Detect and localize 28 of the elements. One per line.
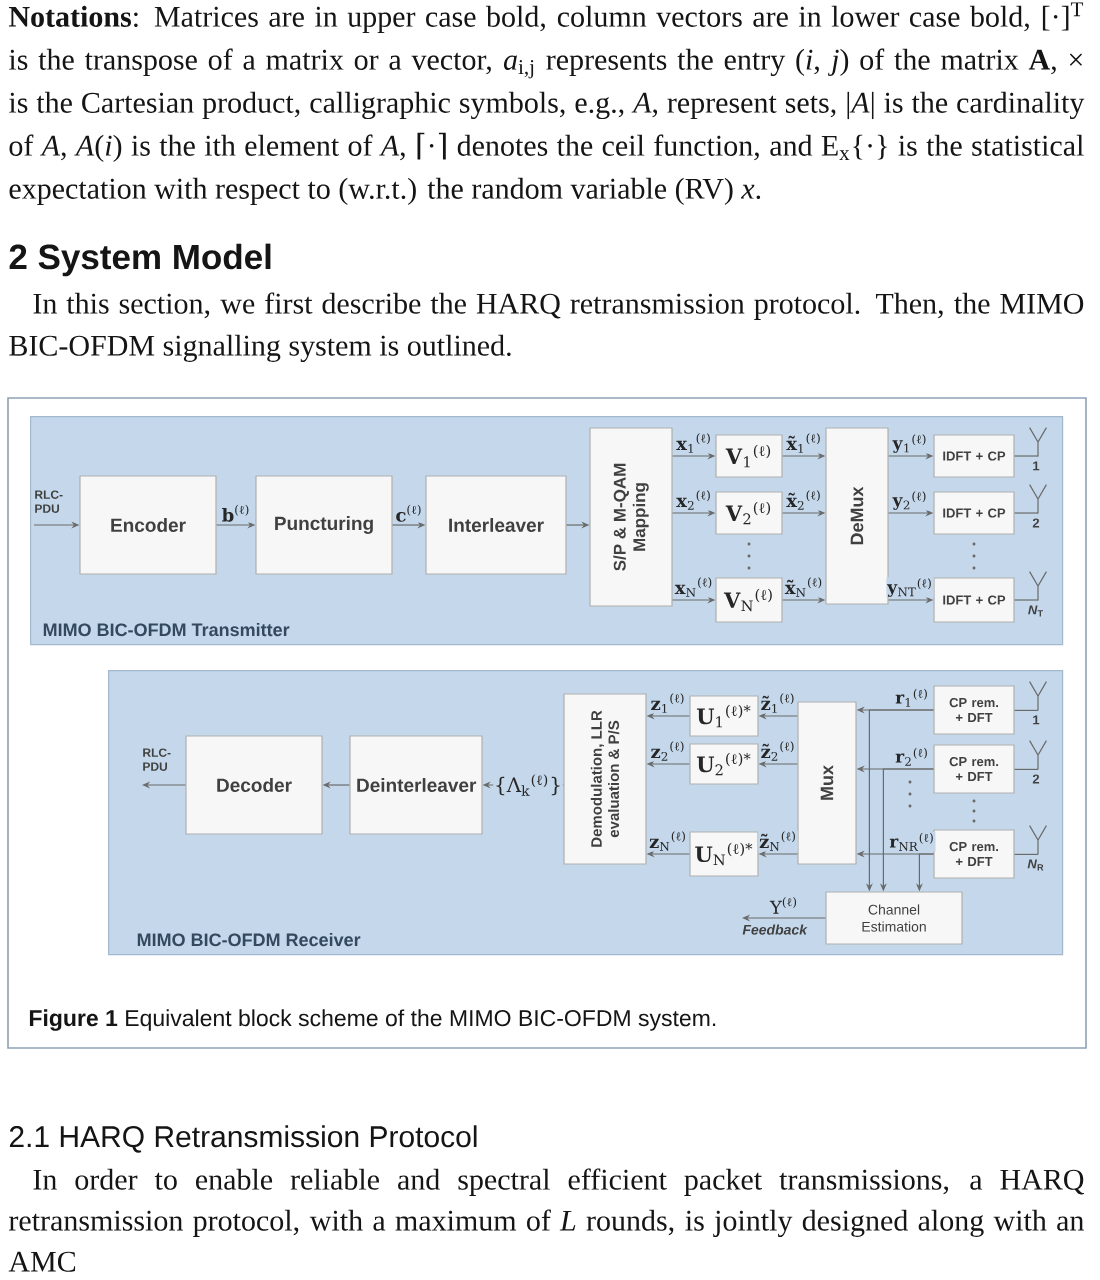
process-box: Mux xyxy=(797,701,857,865)
connector-line xyxy=(1014,768,1039,770)
antenna-symbol xyxy=(1029,571,1047,601)
connector-line xyxy=(1014,455,1039,457)
process-box: Interleaver xyxy=(425,475,567,575)
process-box: Deinterleaver xyxy=(349,735,483,835)
antenna-symbol xyxy=(1029,681,1047,711)
connector-line xyxy=(1014,853,1039,855)
antenna-symbol xyxy=(1029,825,1047,855)
edge-label: Υ$^{(ℓ)}$ xyxy=(769,896,799,915)
process-box: S/P & M-QAM Mapping xyxy=(589,427,673,607)
paragraph: In this section, we first describe the HARQ retransmission protocol. Then, the MIMO BIC-OFDM signalling system is outlined. xyxy=(9,292,1084,362)
antenna-symbol xyxy=(1029,484,1047,514)
connector-line xyxy=(1014,599,1039,601)
edge-label: {Λ$_{k}$$^{(ℓ)}$} xyxy=(493,773,563,797)
antenna-symbol xyxy=(1029,740,1047,770)
antenna-symbol xyxy=(1029,427,1047,457)
paragraph: Notations: Matrices are in upper case bold, column vectors are in lower case bold, [·]$^{T}$ is the transpose of a matrix or a vector, a$_{i,j}$ represents the entry (i, j) of the matrix A, × is the Cartesian product, calligraphic symbols, e.g., A, represent sets, |A| is the cardinality of A, A(i) is the ith element of A, ⌈·⌉ denotes the ceil function, and E$_{x}${·} is the statistical expectation with respect to (w.r.t.) the random variable (RV) x. xyxy=(8,2,1085,205)
process-box: DeMux xyxy=(825,427,889,605)
process-box: Puncturing xyxy=(255,475,393,575)
connector-line xyxy=(1014,709,1039,711)
process-box: Encoder xyxy=(79,475,217,575)
paragraph: In order to enable reliable and spectral efficient packet transmissions, a HARQ retransmission protocol, with a maximum of L rounds, is jointly designed along with an AMC xyxy=(8,1168,1084,1272)
figure-caption: Figure 1 Equivalent block scheme of the MIMO BIC-OFDM system. xyxy=(29,1009,716,1031)
section-heading: 2 System Model xyxy=(9,243,271,277)
process-box: Decoder xyxy=(185,735,323,835)
connector-line xyxy=(1014,512,1039,514)
section-heading: 2.1 HARQ Retransmission Protocol xyxy=(9,1125,477,1153)
